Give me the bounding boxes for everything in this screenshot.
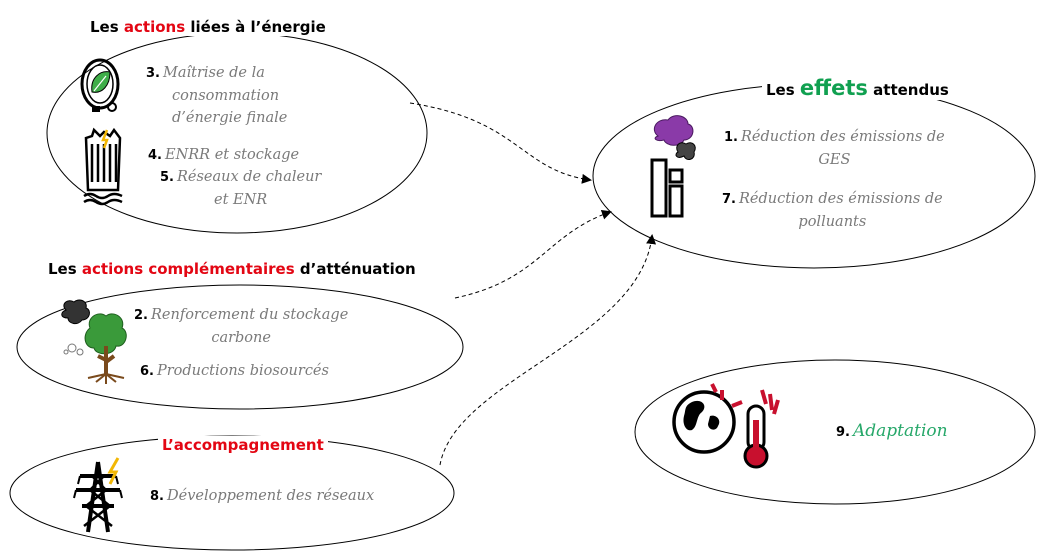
energy-item-3: 3.Maîtrise de la consommation d’énergie … [146, 65, 288, 126]
arrow-mitigation-to-effects [454, 209, 612, 299]
arrow-energy-to-effects [409, 102, 592, 184]
mitigation-item-6: 6.Productions biosourcés [140, 363, 329, 379]
leaf-plug-icon [80, 58, 120, 112]
tree-co2-icon [61, 299, 127, 384]
mitigation-title-highlight: actions complémentaires [81, 260, 295, 278]
power-plant-icon [83, 127, 123, 206]
globe-thermometer-icon [672, 383, 780, 469]
energy-title: Les actions liées à l’énergie [86, 18, 330, 36]
effects-title: Les effets attendus [762, 76, 953, 100]
adaptation-item-9: 9.Adaptation [836, 421, 948, 441]
mitigation-title: Les actions complémentaires d’atténuatio… [44, 260, 420, 278]
mitigation-ellipse [16, 284, 464, 410]
energy-item-5: 5.Réseaux de chaleur et ENR [160, 169, 322, 208]
mitigation-item-2: 2.Renforcement du stockage carbone [134, 307, 349, 346]
factory-smoke-icon [650, 115, 696, 218]
support-title: L’accompagnement [158, 436, 328, 454]
effects-item-7: 7.Réduction des émissions de polluants [722, 191, 943, 230]
adaptation-ellipse [634, 359, 1036, 505]
support-item-8: 8.Développement des réseaux [150, 488, 375, 504]
pylon-icon [73, 457, 123, 533]
arrow-support-to-effects [439, 234, 657, 466]
energy-item-4: 4.ENRR et stockage [148, 147, 300, 163]
effects-item-1: 1.Réduction des émissions de GES [724, 129, 945, 168]
effects-title-highlight: effets [799, 76, 868, 100]
energy-title-highlight: actions [123, 18, 186, 36]
